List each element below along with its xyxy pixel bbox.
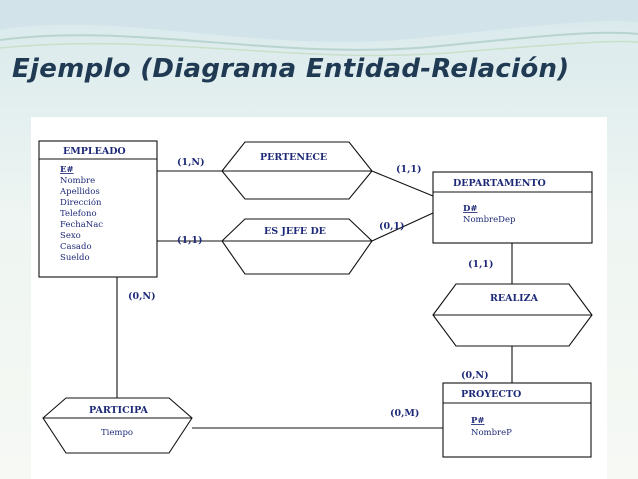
- entity-empleado-title: EMPLEADO: [63, 146, 126, 157]
- relationship-participa-attribute: Tiempo: [101, 428, 133, 438]
- entity-proyecto-title: PROYECTO: [461, 389, 521, 400]
- relationship-participa-title: PARTICIPA: [89, 405, 149, 416]
- er-diagram: EMPLEADO E# Nombre Apellidos Dirección T…: [38, 140, 593, 458]
- cardinality-label: (1,N): [177, 157, 205, 168]
- entity-proyecto-key: P#: [471, 416, 485, 426]
- attribute: Telefono: [60, 209, 97, 219]
- cardinality-label: (0,N): [461, 370, 489, 381]
- entity-departamento-key: D#: [463, 204, 478, 214]
- cardinality-label: (0,1): [379, 221, 405, 232]
- entity-departamento: DEPARTAMENTO D# NombreDep: [432, 171, 593, 244]
- attribute: Dirección: [60, 197, 102, 208]
- cardinality-label: (1,1): [396, 164, 422, 175]
- relationship-realiza: REALIZA: [432, 283, 593, 347]
- line-jefe-departamento: [371, 212, 434, 242]
- attribute: Sueldo: [60, 253, 90, 263]
- attribute: Sexo: [60, 231, 81, 241]
- diagram-canvas: EMPLEADO E# Nombre Apellidos Dirección T…: [31, 117, 607, 479]
- entity-departamento-title: DEPARTAMENTO: [453, 178, 546, 189]
- decorative-wave-header: [0, 0, 638, 57]
- relationship-es-jefe-de-title: ES JEFE DE: [264, 226, 326, 237]
- attribute: Apellidos: [59, 187, 100, 197]
- attribute: FechaNac: [60, 220, 103, 230]
- attribute: NombreDep: [463, 215, 516, 225]
- relationship-pertenece: PERTENECE: [221, 141, 373, 200]
- entity-proyecto: PROYECTO P# NombreP: [442, 382, 592, 458]
- entity-empleado-key: E#: [60, 165, 74, 175]
- entity-empleado: EMPLEADO E# Nombre Apellidos Dirección T…: [38, 140, 158, 278]
- relationship-realiza-title: REALIZA: [490, 293, 539, 304]
- attribute: Nombre: [60, 176, 95, 186]
- cardinality-label: (0,M): [390, 408, 419, 419]
- relationship-pertenece-title: PERTENECE: [260, 152, 327, 163]
- cardinality-label: (1,1): [177, 235, 203, 246]
- relationship-es-jefe-de: ES JEFE DE: [221, 218, 373, 275]
- attribute: Casado: [60, 242, 92, 252]
- line-pertenece-departamento: [371, 170, 434, 197]
- slide-title: Ejemplo (Diagrama Entidad-Relación): [12, 54, 570, 84]
- relationship-participa: PARTICIPA Tiempo: [42, 397, 193, 454]
- cardinality-label: (1,1): [468, 259, 494, 270]
- cardinality-label: (0,N): [128, 291, 156, 302]
- attribute: NombreP: [471, 428, 512, 438]
